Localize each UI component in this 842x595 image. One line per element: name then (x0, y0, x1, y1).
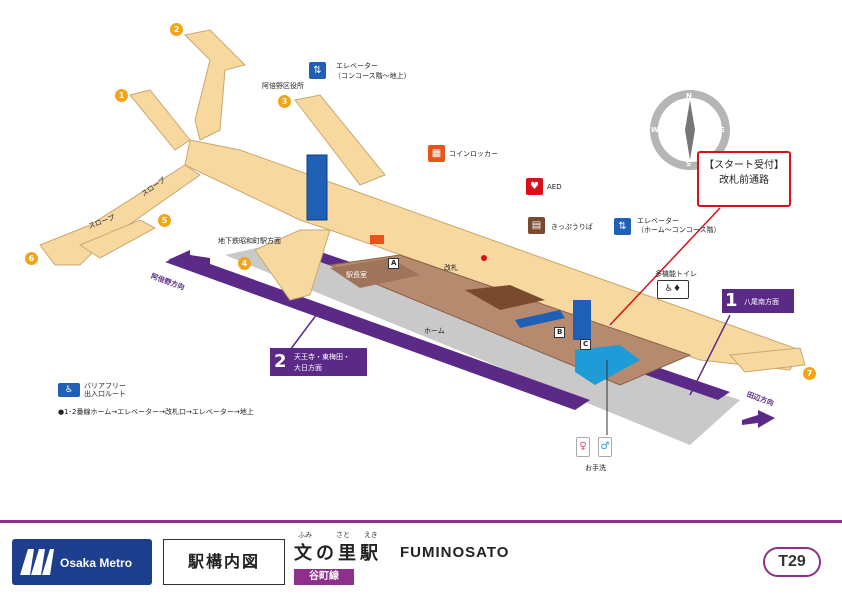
corridor-exit-7 (728, 347, 806, 373)
direction-2-line1: 天王寺・東梅田・ (294, 353, 350, 361)
line-badge: 谷町線 (294, 569, 354, 585)
direction-1-num: 1 (725, 290, 738, 311)
exit-badge-4: 4 (238, 257, 251, 270)
exit-badge-5: 5 (158, 214, 171, 227)
callout-line-2: 改札前通路 (719, 175, 769, 186)
corridor-exit-3 (294, 94, 386, 186)
label-subway-exit: 地下鉄昭和町駅方面 (218, 237, 281, 245)
coin-locker-block (370, 235, 384, 244)
label-elevator-mid-sub: （ホーム～コンコース階） (637, 226, 721, 234)
compass-w: W (651, 126, 659, 134)
multi-toilet-icon: ♿♦ (657, 280, 689, 299)
station-name-en: FUMINOSATO (400, 544, 510, 561)
compass-e: E (720, 126, 725, 134)
compass-needle (685, 100, 695, 160)
barrier-free-route: ●1･2番線ホーム→エレベーター→改札口→エレベーター→地上 (58, 408, 254, 416)
ticket-icon: ▤ (528, 217, 545, 234)
aed-icon: ♥ (526, 178, 543, 195)
callout-line-1: 【スタート受付】 (704, 160, 784, 171)
direction-2-box: 2 天王寺・東梅田・ 大日方面 (270, 348, 367, 376)
station-name: 文の里駅 (294, 543, 382, 564)
marker-b: B (554, 327, 566, 338)
osaka-metro-logo: Osaka Metro (12, 539, 152, 585)
male-restroom-icon: ♂ (598, 437, 612, 457)
exit-badge-6: 6 (25, 252, 38, 265)
arrow-tanabe (742, 410, 775, 428)
exit-badge-1: 1 (115, 89, 128, 102)
elevator-icon-2: ⇅ (614, 218, 631, 235)
direction-2-num: 2 (274, 351, 287, 372)
label-station-office: 駅長室 (346, 271, 367, 279)
direction-1-pointer (689, 314, 731, 396)
corridor-exit-4 (254, 229, 331, 301)
footer-divider (0, 520, 842, 523)
corridor-exit-2 (183, 29, 246, 141)
coin-locker-icon: ▦ (428, 145, 445, 162)
label-aed: AED (547, 183, 562, 191)
barrier-free-subtitle: 出入口ルート (84, 390, 126, 398)
label-ticket: きっぷうりば (551, 223, 593, 231)
track-line-lower (165, 255, 590, 410)
corridor-exit-1 (129, 89, 191, 151)
elevator-shaft-top (306, 154, 328, 221)
label-multi-toilet: 多機能トイレ (655, 270, 697, 278)
page-label: 駅構内図 (163, 539, 285, 585)
elevator-shaft-bottom (573, 300, 591, 340)
label-elevator-mid: エレベーター (637, 217, 679, 225)
corridor-exit-6 (39, 164, 201, 266)
exit-badge-2: 2 (170, 23, 183, 36)
aed-dot (481, 255, 487, 261)
compass-ring (650, 90, 730, 170)
elevator-icon: ⇅ (309, 62, 326, 79)
arrow-abeno (168, 250, 210, 268)
label-elevator-top-sub: （コンコース階～地上） (334, 72, 411, 80)
start-reception-callout: 【スタート受付】 改札前通路 (697, 151, 791, 207)
label-home: ホーム (424, 327, 445, 335)
barrier-free-title: バリアフリー (84, 382, 126, 390)
label-gate: 改札 (444, 264, 458, 272)
logo-text: Osaka Metro (60, 556, 133, 570)
corridor-exit-5 (78, 219, 157, 259)
label-ward-office: 阿倍野区役所 (262, 82, 304, 90)
direction-2-pointer (289, 309, 321, 351)
escalator (515, 310, 565, 328)
label-elevator-top: エレベーター (336, 62, 378, 70)
female-restroom-icon: ♀ (576, 437, 590, 457)
label-restroom: お手洗 (585, 464, 606, 472)
marker-c: C (580, 339, 592, 350)
ruby-eki: えき (364, 531, 378, 539)
direction-1-box: 1 八尾南方面 (722, 289, 794, 313)
barrier-free-legend: ♿ バリアフリー 出入口ルート (58, 382, 128, 398)
compass-n: N (686, 92, 692, 100)
direction-2-line2: 大日方面 (294, 364, 322, 372)
callout-pointer (609, 207, 721, 326)
exit-badge-7: 7 (803, 367, 816, 380)
ruby-sato: さと (336, 531, 350, 539)
platform-base (225, 245, 740, 445)
marker-a: A (388, 258, 400, 269)
direction-1-text: 八尾南方面 (744, 298, 779, 306)
metro-m-icon (20, 549, 54, 575)
station-map (39, 29, 806, 445)
exit-badge-3: 3 (278, 95, 291, 108)
wheelchair-icon: ♿ (58, 383, 80, 397)
ruby-fumi: ふみ (298, 531, 312, 539)
gate-area (465, 285, 545, 310)
compass-s: S (686, 160, 692, 168)
label-coin-locker: コインロッカー (449, 150, 498, 158)
station-code: T29 (763, 547, 821, 577)
